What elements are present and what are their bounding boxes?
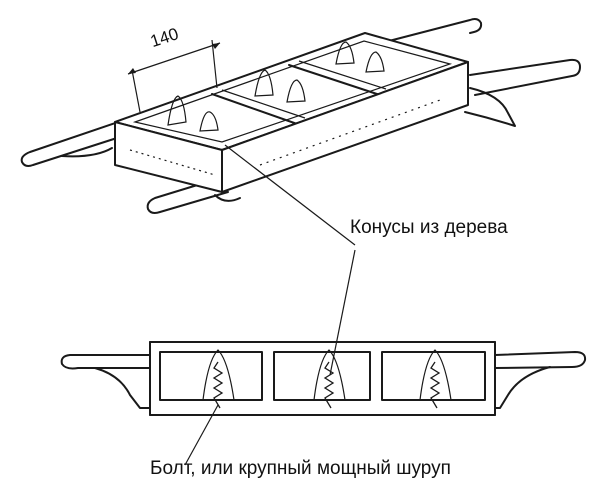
- cones-label: Конусы из дерева: [350, 217, 508, 238]
- section-cones: [202, 349, 452, 401]
- section-view: [60, 341, 587, 416]
- dimension-140: [127, 39, 221, 113]
- screws: [212, 361, 441, 409]
- section-handle-right: [494, 351, 587, 369]
- bolt-leader: [184, 404, 219, 466]
- back-rod-right: [384, 18, 483, 43]
- screw-1: [212, 361, 224, 409]
- bolt-label: Болт, или крупный мощный шуруп: [150, 458, 451, 479]
- cone-1: [167, 95, 187, 126]
- cone-3: [254, 69, 274, 97]
- box-side-face: [221, 61, 469, 193]
- section-cone-3: [419, 349, 452, 401]
- cones-leader-bottom: [329, 249, 356, 376]
- iso-cones: [167, 41, 385, 132]
- right-support: [464, 87, 516, 127]
- front-rod-right: [469, 58, 581, 96]
- cone-6: [365, 51, 385, 73]
- section-cone-2: [313, 349, 346, 401]
- cone-4: [286, 79, 306, 103]
- screw-3: [429, 361, 441, 409]
- section-handle-left: [60, 354, 151, 370]
- cones-leader-top: [224, 144, 356, 246]
- screw-2: [323, 361, 335, 409]
- section-cone-1: [202, 349, 235, 401]
- divider-1: [211, 93, 301, 126]
- box-top-inner: [132, 40, 453, 143]
- section-walls: [149, 341, 496, 416]
- back-rod-left: [20, 117, 131, 167]
- isometric-mold: [20, 18, 581, 214]
- left-support: [61, 147, 113, 158]
- cone-2: [199, 111, 219, 132]
- cone-5: [335, 41, 355, 65]
- divider-2: [288, 64, 381, 96]
